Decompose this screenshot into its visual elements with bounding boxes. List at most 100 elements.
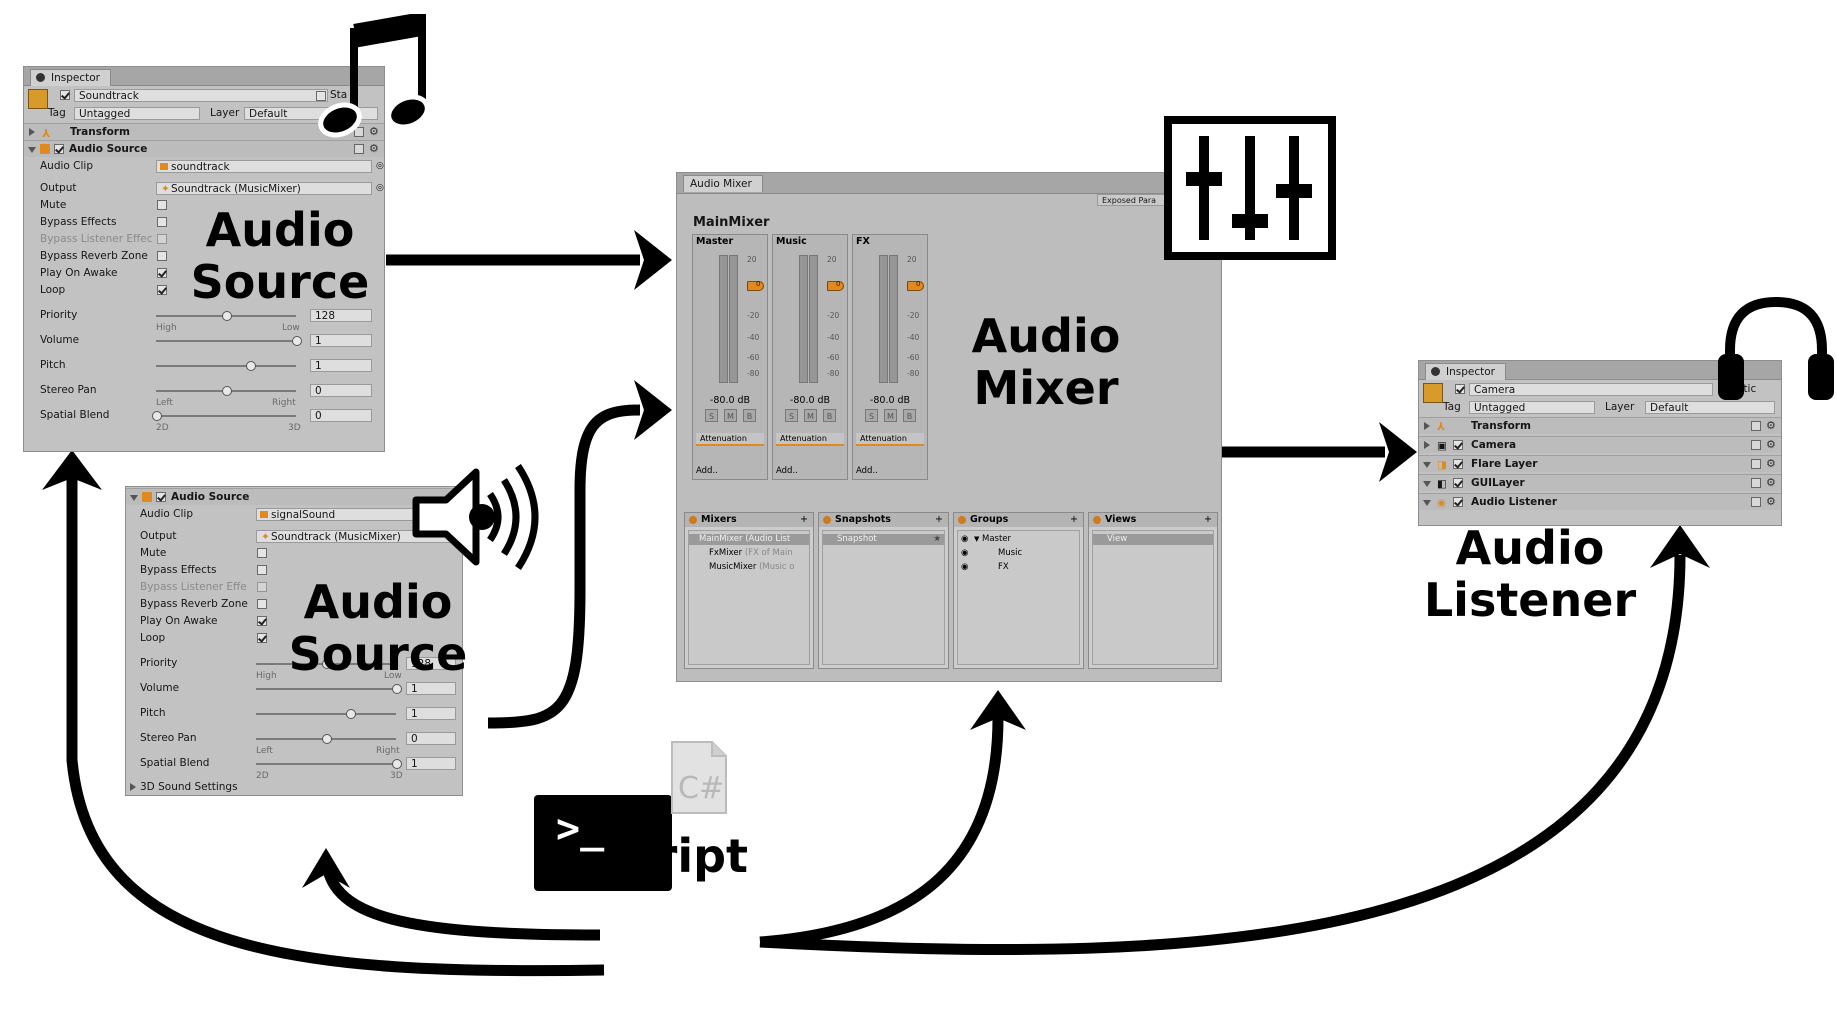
- slider-knob[interactable]: [322, 734, 332, 744]
- help-icon[interactable]: [354, 144, 364, 154]
- object-name-field[interactable]: Camera: [1469, 383, 1713, 396]
- layer-dropdown[interactable]: Default: [1645, 401, 1775, 414]
- bypass-effects-checkbox[interactable]: [157, 217, 167, 227]
- output-field[interactable]: ✦Soundtrack (MusicMixer): [156, 182, 372, 195]
- volume-slider[interactable]: [256, 684, 402, 694]
- component-enabled-checkbox[interactable]: [54, 144, 64, 154]
- pitch-slider[interactable]: [156, 361, 296, 371]
- static-checkbox[interactable]: [316, 91, 326, 101]
- stereo-pan-field[interactable]: 0: [406, 732, 456, 745]
- eye-icon[interactable]: ◉: [961, 548, 969, 558]
- eye-icon[interactable]: ◉: [961, 562, 969, 572]
- component-enabled-checkbox[interactable]: [156, 492, 166, 502]
- help-icon[interactable]: [1751, 497, 1761, 507]
- component-guilayer[interactable]: ◧ GUILayer ⚙: [1419, 474, 1781, 491]
- slider-knob[interactable]: [345, 709, 356, 719]
- mute-checkbox[interactable]: [157, 200, 167, 210]
- gear-icon[interactable]: ⚙: [369, 125, 379, 138]
- add-effect-button[interactable]: Add..: [776, 466, 798, 476]
- inspector-tab[interactable]: Inspector: [1425, 363, 1506, 380]
- stereo-pan-field[interactable]: 0: [310, 384, 372, 397]
- mixer-item[interactable]: MainMixer (Audio List: [689, 534, 809, 545]
- component-enabled-checkbox[interactable]: [1453, 497, 1463, 507]
- tag-dropdown[interactable]: Untagged: [74, 107, 200, 120]
- add-mixer-button[interactable]: +: [800, 514, 808, 525]
- fader-knob[interactable]: 0: [747, 280, 764, 291]
- help-icon[interactable]: [1751, 459, 1761, 469]
- add-effect-button[interactable]: Add..: [856, 466, 878, 476]
- snapshot-item[interactable]: Snapshot★: [823, 534, 944, 545]
- audio-clip-field[interactable]: soundtrack: [156, 160, 372, 173]
- component-audio-listener[interactable]: ◉ Audio Listener ⚙: [1419, 493, 1781, 510]
- gear-icon[interactable]: ⚙: [1766, 457, 1776, 470]
- tag-dropdown[interactable]: Untagged: [1469, 401, 1595, 414]
- slider-knob[interactable]: [245, 361, 256, 371]
- component-enabled-checkbox[interactable]: [1453, 440, 1463, 450]
- help-icon[interactable]: [1751, 421, 1761, 431]
- slider-knob[interactable]: [392, 684, 402, 694]
- play-on-awake-checkbox[interactable]: [157, 268, 167, 278]
- help-icon[interactable]: [1751, 478, 1761, 488]
- group-item[interactable]: ◉FX: [958, 562, 1079, 573]
- mixer-item[interactable]: MusicMixer (Music o: [689, 562, 809, 573]
- object-name-field[interactable]: Soundtrack: [74, 89, 328, 102]
- slider-knob[interactable]: [292, 336, 302, 346]
- attenuation-effect[interactable]: Attenuation: [696, 433, 764, 446]
- group-item[interactable]: ◉Music: [958, 548, 1079, 559]
- pitch-slider[interactable]: [256, 709, 396, 719]
- priority-slider[interactable]: [156, 311, 296, 321]
- help-icon[interactable]: [354, 127, 364, 137]
- slider-knob[interactable]: [222, 311, 232, 321]
- view-item[interactable]: View: [1093, 534, 1213, 545]
- add-effect-button[interactable]: Add..: [696, 466, 718, 476]
- spatial-blend-field[interactable]: 1: [406, 757, 456, 770]
- pitch-field[interactable]: 1: [310, 359, 372, 372]
- volume-field[interactable]: 1: [310, 334, 372, 347]
- gear-icon[interactable]: ⚙: [1766, 476, 1776, 489]
- spatial-blend-slider[interactable]: [256, 759, 402, 769]
- fader-knob[interactable]: 0: [827, 280, 844, 291]
- bypass-reverb-checkbox[interactable]: [257, 599, 267, 609]
- 3d-sound-settings-row[interactable]: 3D Sound Settings: [126, 779, 462, 795]
- bypass-button[interactable]: B: [903, 409, 916, 422]
- stereo-pan-slider[interactable]: [256, 734, 396, 744]
- object-picker-icon[interactable]: ◎: [376, 161, 384, 171]
- mute-checkbox[interactable]: [257, 548, 267, 558]
- spatial-blend-slider[interactable]: [152, 411, 296, 421]
- component-enabled-checkbox[interactable]: [1453, 478, 1463, 488]
- eye-icon[interactable]: ◉: [961, 534, 969, 544]
- mute-button[interactable]: M: [724, 409, 737, 422]
- play-on-awake-checkbox[interactable]: [257, 616, 267, 626]
- mixer-item[interactable]: FxMixer (FX of Main: [689, 548, 809, 559]
- add-group-button[interactable]: +: [1070, 514, 1078, 525]
- spatial-blend-field[interactable]: 0: [310, 409, 372, 422]
- solo-button[interactable]: S: [705, 409, 718, 422]
- mixer-tab[interactable]: Audio Mixer: [683, 175, 763, 192]
- mute-button[interactable]: M: [884, 409, 897, 422]
- add-snapshot-button[interactable]: +: [935, 514, 943, 525]
- gear-icon[interactable]: ⚙: [1766, 495, 1776, 508]
- component-transform[interactable]: ⅄ Transform ⚙: [1419, 417, 1781, 434]
- volume-field[interactable]: 1: [406, 682, 456, 695]
- loop-checkbox[interactable]: [257, 633, 267, 643]
- solo-button[interactable]: S: [865, 409, 878, 422]
- active-checkbox[interactable]: [60, 90, 70, 100]
- inspector-tab[interactable]: Inspector: [30, 69, 111, 86]
- bypass-reverb-checkbox[interactable]: [157, 251, 167, 261]
- component-flare-layer[interactable]: ◨ Flare Layer ⚙: [1419, 455, 1781, 472]
- component-camera[interactable]: ▣ Camera ⚙: [1419, 436, 1781, 453]
- add-view-button[interactable]: +: [1204, 514, 1212, 525]
- gear-icon[interactable]: ⚙: [1766, 419, 1776, 432]
- active-checkbox[interactable]: [1455, 384, 1465, 394]
- pitch-field[interactable]: 1: [406, 707, 456, 720]
- slider-knob[interactable]: [222, 386, 232, 396]
- solo-button[interactable]: S: [785, 409, 798, 422]
- priority-field[interactable]: 128: [310, 309, 372, 322]
- attenuation-effect[interactable]: Attenuation: [776, 433, 844, 446]
- gear-icon[interactable]: ⚙: [1766, 438, 1776, 451]
- group-item[interactable]: ◉▼Master: [958, 534, 1079, 545]
- fader-knob[interactable]: 0: [907, 280, 924, 291]
- attenuation-effect[interactable]: Attenuation: [856, 433, 924, 446]
- loop-checkbox[interactable]: [157, 285, 167, 295]
- component-enabled-checkbox[interactable]: [1453, 459, 1463, 469]
